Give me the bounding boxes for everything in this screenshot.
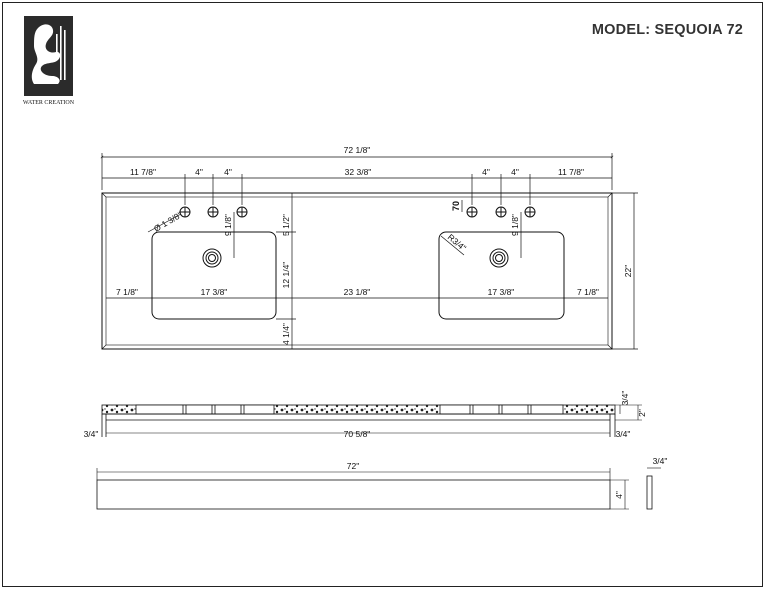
dim-right-drain-offset: 9 1/8" [510, 214, 520, 236]
dim-faucet-spacing-3: 4" [482, 167, 490, 177]
backsplash-side-profile [646, 475, 653, 510]
countertop-outline [101, 192, 613, 350]
dim-left-margin: 7 1/8" [116, 287, 138, 297]
dim-sink-to-front: 4 1/4" [281, 323, 291, 345]
countertop-inner-edge [105, 196, 609, 346]
brand-name: WATER CREATION [23, 100, 75, 106]
dim-inner-width: 70 5/8" [344, 429, 371, 439]
backsplash-view [96, 467, 661, 510]
dim-faucet-spacing-1: 4" [195, 167, 203, 177]
right-sink [438, 231, 565, 320]
dim-right-sink-width: 17 3/8" [488, 287, 515, 297]
dim-right-margin: 7 1/8" [577, 287, 599, 297]
top-view [100, 153, 638, 350]
left-sink [151, 231, 277, 320]
kneeling-figure-logo [31, 24, 66, 84]
dim-sink-depth: 12 1/4" [281, 262, 291, 289]
model-title: MODEL: SEQUOIA 72 [591, 22, 743, 38]
dim-side-label: 70 [451, 201, 461, 211]
dim-right-overhang: 3/4" [616, 429, 631, 439]
backsplash-dimensions: 72" 4" 3/4" [347, 456, 668, 499]
top-view-dimensions: 72 1/8" 11 7/8" 4" 4" 32 3/8" 4" 4" 11 7… [116, 145, 633, 345]
front-view [101, 404, 642, 437]
dim-faucet-spacing-2: 4" [224, 167, 232, 177]
dim-right-faucet-edge: 11 7/8" [558, 167, 584, 177]
dim-between-faucets: 32 3/8" [345, 167, 372, 177]
dim-backsplash-length: 72" [347, 461, 359, 471]
front-view-dimensions: 3/4" 2" 3/4" 70 5/8" 3/4" [84, 391, 647, 439]
dim-left-drain-offset: 9 1/8" [223, 214, 233, 236]
dim-between-sinks: 23 1/8" [344, 287, 371, 297]
dim-left-overhang: 3/4" [84, 429, 99, 439]
dim-backsplash-height: 4" [614, 491, 624, 499]
brand-logo: WATER CREATION [23, 16, 75, 106]
dim-left-sink-width: 17 3/8" [201, 287, 228, 297]
right-faucet-holes [466, 206, 536, 218]
dim-faucet-spacing-4: 4" [511, 167, 519, 177]
dim-sink-setback: 5 1/2" [281, 214, 291, 236]
left-faucet-holes [179, 206, 248, 218]
dim-top-thickness: 3/4" [620, 391, 630, 406]
left-drain [202, 248, 222, 268]
dim-overall-depth: 22" [623, 265, 633, 277]
dim-overall-width: 72 1/8" [344, 145, 371, 155]
dim-total-height: 2" [637, 409, 647, 417]
right-drain [489, 248, 509, 268]
dim-left-edge-faucet: 11 7/8" [130, 167, 156, 177]
dim-hole-diameter: Ø 1 3/8" [152, 210, 184, 234]
dim-backsplash-thickness: 3/4" [653, 456, 668, 466]
backsplash-outline [96, 479, 611, 510]
